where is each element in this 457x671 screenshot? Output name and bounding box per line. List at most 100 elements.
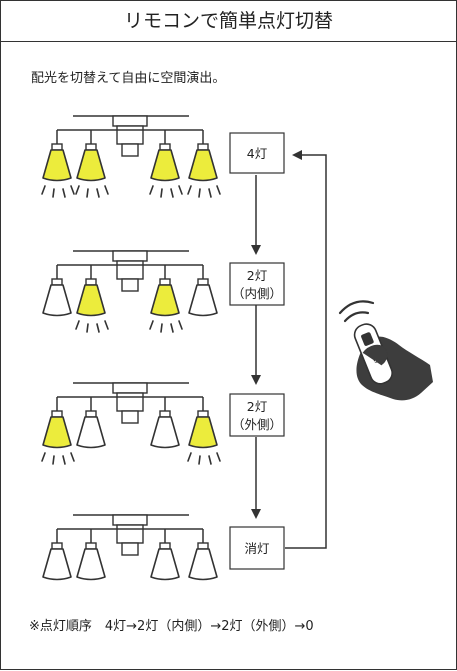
light-ray — [75, 320, 80, 330]
fixture-row — [41, 115, 221, 198]
socket — [159, 410, 171, 418]
canopy-body — [116, 392, 144, 412]
light-ray — [52, 188, 55, 198]
light-ray — [198, 188, 201, 198]
light-ray — [216, 185, 221, 195]
lighting-order-footnote: ※点灯順序 4灯→2灯（内側）→2灯（外側）→0 — [29, 619, 314, 634]
canopy-body — [116, 524, 144, 544]
light-ray — [62, 188, 66, 198]
fixture-row — [42, 250, 218, 333]
step-label-box: 消灯 — [229, 526, 285, 570]
light-ray — [96, 323, 100, 333]
fixture-row — [42, 514, 218, 581]
step-label-box: 4灯 — [229, 132, 285, 174]
canopy-plate — [112, 382, 148, 394]
step-box-frame — [229, 526, 285, 570]
step-label-primary: 消灯 — [244, 541, 269, 556]
light-ray — [70, 185, 75, 195]
unlit-shade — [76, 416, 106, 449]
socket — [159, 542, 171, 550]
unlit-shade — [188, 548, 218, 581]
unlit-shade — [42, 548, 72, 581]
canopy-plate — [112, 115, 148, 127]
socket — [51, 278, 63, 286]
light-ray — [52, 455, 55, 465]
light-ray — [41, 452, 46, 462]
light-ray — [96, 188, 100, 198]
light-ray — [187, 185, 192, 195]
socket — [85, 143, 97, 151]
unlit-shade — [42, 284, 72, 317]
step-label-primary: 4灯 — [247, 146, 267, 161]
lit-shade — [76, 149, 106, 182]
light-ray — [170, 323, 174, 333]
socket — [51, 410, 63, 418]
socket — [85, 542, 97, 550]
light-ray — [178, 320, 183, 330]
light-ray — [187, 452, 192, 462]
light-ray — [160, 188, 163, 198]
light-ray — [178, 185, 183, 195]
light-ray — [75, 185, 80, 195]
canopy-body — [116, 260, 144, 280]
fixture-row — [41, 382, 221, 465]
title-divider — [1, 41, 456, 42]
lit-shade — [188, 149, 218, 182]
light-ray — [216, 452, 221, 462]
light-ray — [198, 455, 201, 465]
light-ray — [86, 188, 89, 198]
step-label-primary: 2灯 — [247, 399, 267, 414]
unlit-shade — [76, 548, 106, 581]
subtitle: 配光を切替えて自由に空間演出。 — [31, 71, 226, 86]
light-ray — [149, 185, 154, 195]
step-box-frame — [229, 393, 285, 437]
lit-shade — [150, 149, 180, 182]
socket — [51, 143, 63, 151]
socket — [197, 143, 209, 151]
socket — [85, 410, 97, 418]
light-ray — [41, 185, 46, 195]
step-label-secondary: （外側） — [232, 417, 282, 432]
step-box-frame — [229, 262, 285, 306]
light-ray — [149, 320, 154, 330]
loop-back-arrow — [285, 150, 327, 549]
light-ray — [104, 320, 109, 330]
socket — [159, 143, 171, 151]
socket — [85, 278, 97, 286]
lit-shade — [150, 284, 180, 317]
canopy-base — [121, 143, 139, 157]
canopy-body — [116, 125, 144, 145]
canopy-base — [121, 278, 139, 292]
socket — [51, 542, 63, 550]
light-ray — [70, 452, 75, 462]
light-ray — [208, 455, 212, 465]
lit-shade — [42, 416, 72, 449]
light-ray — [170, 188, 174, 198]
canopy-base — [121, 410, 139, 424]
lit-shade — [76, 284, 106, 317]
canopy-base — [121, 542, 139, 556]
step-label-secondary: （内側） — [232, 286, 282, 301]
step-box-frame — [229, 132, 285, 174]
lit-shade — [42, 149, 72, 182]
light-ray — [160, 323, 163, 333]
light-ray — [208, 188, 212, 198]
remote-control-in-hand-icon — [338, 300, 433, 401]
unlit-shade — [150, 548, 180, 581]
lit-shade — [188, 416, 218, 449]
light-ray — [86, 323, 89, 333]
light-ray — [104, 185, 109, 195]
socket — [197, 278, 209, 286]
light-ray — [62, 455, 66, 465]
unlit-shade — [188, 284, 218, 317]
canopy-plate — [112, 250, 148, 262]
socket — [197, 542, 209, 550]
canopy-plate — [112, 514, 148, 526]
step-label-primary: 2灯 — [247, 268, 267, 283]
socket — [159, 278, 171, 286]
socket — [197, 410, 209, 418]
step-label-box: 2灯 （内側） — [229, 262, 285, 306]
unlit-shade — [150, 416, 180, 449]
